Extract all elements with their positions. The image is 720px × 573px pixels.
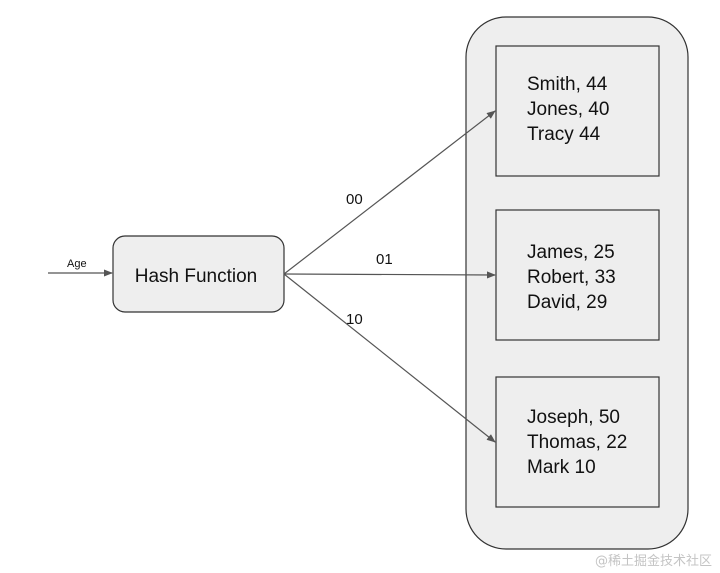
edge-arrow-00 [283,110,496,275]
bucket-00-record: Tracy 44 [527,124,601,145]
bucket-01-record: David, 29 [527,292,607,313]
bucket-01 [495,209,660,341]
hash-function-label: Hash Function [135,266,258,287]
bucket-01-record: Robert, 33 [527,267,616,288]
watermark: @稀土掘金技术社区 [594,554,712,569]
bucket-00-record: Smith, 44 [527,74,608,95]
bucket-10-record: Joseph, 50 [527,407,620,428]
input-label: Age [67,258,87,270]
edge-label-00: 00 [346,191,363,208]
bucket-01-record: James, 25 [527,242,615,263]
edge-label-10: 10 [346,311,363,328]
bucket-10 [495,376,660,508]
bucket-10-record: Thomas, 22 [527,432,627,453]
bucket-00 [495,45,660,177]
bucket-00-record: Jones, 40 [527,99,609,120]
edge-label-01: 01 [376,251,393,268]
edge-arrow-01 [283,271,496,279]
edge-arrow-10 [283,273,496,443]
bucket-10-record: Mark 10 [527,457,596,478]
